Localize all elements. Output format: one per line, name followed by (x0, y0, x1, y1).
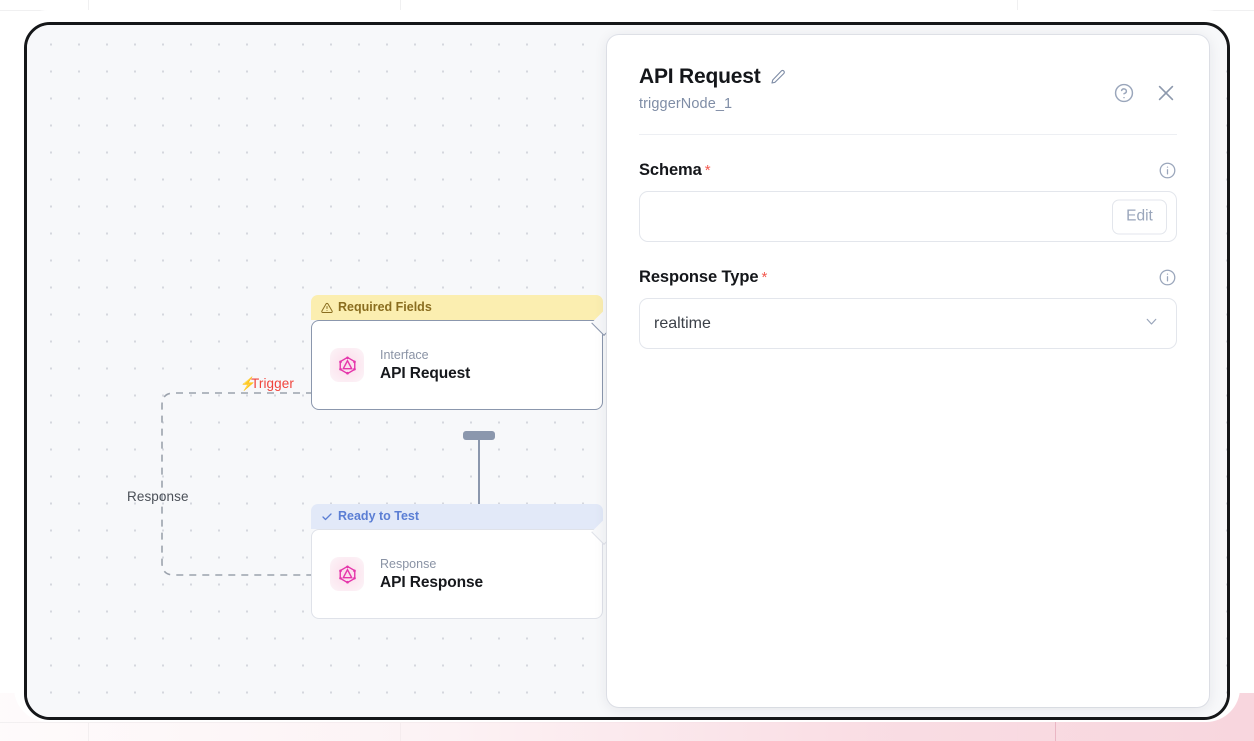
response-type-value: realtime (654, 314, 711, 332)
required-marker: * (761, 269, 768, 286)
warning-triangle-icon (321, 302, 333, 313)
field-schema: Schema* Edit (639, 161, 1177, 242)
node-kind-label: Interface (380, 347, 429, 362)
info-circle-icon[interactable] (1158, 161, 1177, 180)
lightning-bolt-icon: ⚡ (240, 376, 257, 391)
node-card-api-request[interactable]: Interface API Request (311, 320, 603, 410)
node-api-response[interactable]: Ready to Test Response (311, 504, 603, 619)
node-status-badge-label: Required Fields (338, 300, 432, 314)
question-circle-icon[interactable] (1113, 82, 1135, 104)
field-response-type: Response Type* realtime (639, 268, 1177, 349)
node-status-badge-label: Ready to Test (338, 509, 420, 523)
schema-input[interactable] (654, 207, 1162, 226)
response-type-select[interactable]: realtime (639, 298, 1177, 349)
node-title-label: API Response (380, 573, 484, 591)
connector-handle-source[interactable] (463, 431, 495, 440)
info-circle-icon[interactable] (1158, 268, 1177, 287)
required-marker: * (704, 162, 711, 179)
node-kind-label: Response (380, 556, 437, 571)
connector-line (478, 439, 480, 516)
edge-label-trigger: Trigger (251, 376, 294, 391)
page-title: API Request (639, 65, 761, 88)
node-status-badge-ready-to-test: Ready to Test (311, 504, 603, 529)
field-label: Schema (639, 161, 702, 179)
node-properties-panel: API Request triggerNode_1 (607, 35, 1209, 707)
panel-title-row: API Request (639, 65, 1177, 89)
pencil-icon[interactable] (770, 69, 786, 85)
field-label-group: Schema* (639, 161, 711, 180)
node-api-request[interactable]: Required Fields Interfa (311, 295, 603, 410)
field-label-row: Response Type* (639, 268, 1177, 287)
panel-divider (639, 134, 1177, 135)
field-label: Response Type (639, 268, 759, 286)
edge-label-response: Response (127, 489, 189, 504)
graphql-icon (330, 557, 364, 591)
node-id-label: triggerNode_1 (639, 96, 733, 112)
close-icon[interactable] (1155, 82, 1177, 104)
check-icon (322, 512, 332, 520)
app-window: ⚡ Trigger Response Required Fields (24, 22, 1230, 720)
chevron-down-icon[interactable] (1143, 313, 1160, 335)
node-title-label: API Request (380, 364, 471, 382)
schema-input-wrapper[interactable]: Edit (639, 191, 1177, 242)
graphql-icon (330, 348, 364, 382)
panel-actions (1113, 82, 1177, 104)
panel-header: API Request triggerNode_1 (639, 65, 1177, 112)
schema-edit-button[interactable]: Edit (1112, 199, 1167, 234)
field-label-group: Response Type* (639, 268, 767, 287)
node-card-api-response[interactable]: Response API Response (311, 529, 603, 619)
field-label-row: Schema* (639, 161, 1177, 180)
node-status-badge-required-fields: Required Fields (311, 295, 603, 320)
